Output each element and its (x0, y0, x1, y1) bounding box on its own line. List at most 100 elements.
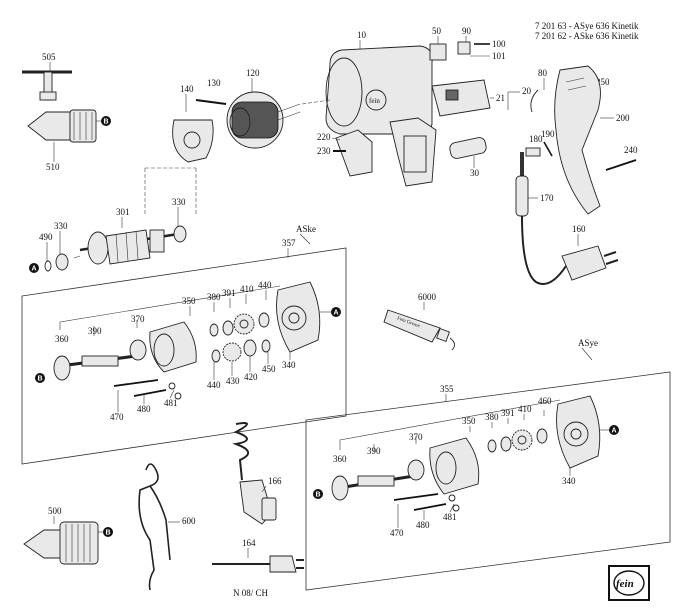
callout-marker-b (101, 116, 111, 126)
footer-code: N 08/ CH (233, 588, 269, 598)
label-aske-391: 391 (222, 288, 236, 298)
switch-cover (335, 129, 373, 177)
fein-logo: fein (608, 565, 650, 601)
label-230: 230 (317, 146, 331, 156)
label-aske-410: 410 (240, 284, 254, 294)
label-140: 140 (180, 84, 194, 94)
fein-logo-text: fein (616, 578, 634, 590)
callout-letter-b: B (104, 119, 109, 126)
callout-letter-b-bottom: B (106, 530, 111, 537)
label-220: 220 (317, 132, 331, 142)
label-330-left: 330 (54, 221, 68, 231)
label-490: 490 (39, 232, 53, 242)
label-aske-430: 430 (226, 376, 240, 386)
cable-clamp (525, 147, 541, 157)
label-aske-470: 470 (110, 412, 124, 422)
bearing-top (173, 225, 187, 243)
aske-gear-cover-340 (276, 281, 321, 353)
callout-marker-b-asye (313, 489, 323, 499)
asye-pins-screws (393, 493, 460, 512)
label-20: 20 (522, 86, 532, 96)
label-355: 355 (440, 384, 454, 394)
label-90: 90 (462, 26, 472, 36)
label-asye-480: 480 (416, 520, 430, 530)
label-asye-370: 370 (409, 432, 423, 442)
asye-bearing-460 (536, 428, 548, 444)
aske-gearbox-frame (21, 247, 347, 465)
label-aske-380: 380 (207, 292, 221, 302)
label-asye-481: 481 (443, 512, 457, 522)
angled-plug-cable (232, 422, 277, 525)
callout-marker-b-aske (35, 373, 45, 383)
group-label-aske: ASke (296, 224, 316, 234)
handle-shell (554, 65, 601, 215)
label-200: 200 (616, 113, 630, 123)
aske-gear-housing-350 (149, 321, 197, 373)
callout-letter-a-asye: A (612, 428, 617, 435)
label-aske-440-bottom: 440 (207, 380, 221, 390)
callout-letter-a-aske: A (334, 310, 339, 317)
drill-chuck (27, 109, 97, 143)
callout-marker-a-aske (331, 307, 341, 317)
label-330-top: 330 (172, 197, 186, 207)
label-21: 21 (496, 93, 505, 103)
label-asye-410: 410 (518, 404, 532, 414)
header-model-ASye: 7 201 63 - ASye 636 Kinetik (535, 21, 639, 31)
label-301: 301 (116, 207, 130, 217)
label-aske-420: 420 (244, 372, 258, 382)
label-asye-360: 360 (333, 454, 347, 464)
electronic-switch (431, 79, 491, 117)
label-160: 160 (572, 224, 586, 234)
housing-logo-text: fein (369, 97, 380, 105)
label-asye-390: 390 (367, 446, 381, 456)
bearing-left (55, 253, 69, 271)
label-aske-390: 390 (88, 326, 102, 336)
label-asye-340: 340 (562, 476, 576, 486)
aske-bearing-440 (258, 312, 270, 328)
label-500: 500 (48, 506, 62, 516)
label-asye-460: 460 (538, 396, 552, 406)
capacitor (449, 137, 487, 159)
armature (79, 229, 179, 265)
label-asye-470: 470 (390, 528, 404, 538)
label-10: 10 (357, 30, 367, 40)
aske-ring-391 (222, 320, 234, 336)
callout-marker-a (29, 263, 39, 273)
callout-marker-b-bottom (103, 527, 113, 537)
label-180: 180 (529, 134, 543, 144)
brush-holder (429, 43, 447, 61)
washer-490 (44, 260, 52, 272)
asye-gear-cover-340 (556, 395, 601, 469)
callout-letter-b-aske: B (38, 376, 43, 383)
callout-letter-b-asye: B (316, 492, 321, 499)
motor-housing: fein (325, 45, 437, 187)
straight-plug-cable (212, 555, 304, 573)
label-600: 600 (182, 516, 196, 526)
asye-gear-housing-350 (429, 437, 480, 495)
label-190: 190 (541, 129, 555, 139)
cable-guard (530, 89, 539, 113)
chuck-key (22, 70, 72, 101)
callout-letter-a: A (32, 266, 37, 273)
label-166: 166 (268, 476, 282, 486)
asye-washer-380 (487, 439, 497, 453)
group-label-asye: ASye (578, 338, 598, 348)
label-505: 505 (42, 52, 56, 62)
label-510: 510 (46, 162, 60, 172)
asye-spindle (331, 474, 415, 501)
grease-tube: Fein Grease (383, 309, 455, 351)
label-240: 240 (624, 145, 638, 155)
label-asye-380: 380 (485, 412, 499, 422)
label-aske-481: 481 (164, 398, 178, 408)
label-250: 250 (596, 77, 610, 87)
label-101: 101 (492, 51, 506, 61)
aske-lower-gears (211, 339, 271, 363)
aske-pins-screws (113, 379, 182, 400)
label-aske-450: 450 (262, 364, 276, 374)
power-cable (515, 152, 567, 285)
label-aske-340: 340 (282, 360, 296, 370)
label-120: 120 (246, 68, 260, 78)
label-aske-360: 360 (55, 334, 69, 344)
label-aske-350: 350 (182, 296, 196, 306)
